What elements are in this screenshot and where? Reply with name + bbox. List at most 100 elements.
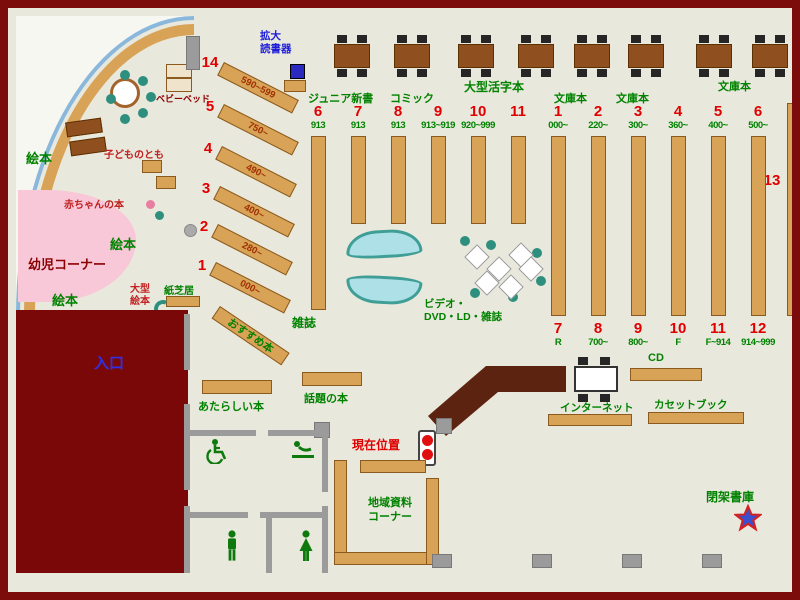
recommended-books-shelf: おすすめ本 — [211, 306, 290, 366]
pillar — [432, 554, 452, 568]
shelf-range-label: 000~ — [237, 277, 263, 298]
video-line1: ビデオ・ — [424, 298, 466, 310]
shelf-range-label: 300~ — [628, 120, 648, 131]
shelf-number: 8 — [593, 320, 603, 337]
large-print-label: 大型活字本 — [464, 80, 525, 94]
chair-icon — [337, 35, 347, 43]
shelf-column — [631, 136, 646, 316]
shelf-number: 14 — [201, 54, 219, 71]
chair-icon — [417, 69, 427, 77]
pillar-round — [184, 224, 197, 237]
closed-stacks-star-icon — [734, 504, 762, 532]
chair-icon — [138, 108, 148, 118]
chair-icon — [461, 69, 471, 77]
reading-table — [394, 44, 430, 68]
shelf-number: 11 — [510, 103, 526, 120]
shelf-number: 2 — [593, 103, 603, 120]
chair-icon — [600, 357, 610, 365]
shelf-range-label: 700~ — [588, 337, 608, 348]
wheelchair-icon — [206, 439, 227, 464]
shelf-range-label: 920~999 — [461, 120, 495, 131]
picture-books-label: 絵本 — [110, 237, 137, 252]
shelf-range-label: R — [554, 337, 562, 348]
shelf-number: 1 — [553, 103, 563, 120]
stool-icon — [146, 200, 155, 209]
shelf-column — [787, 103, 792, 316]
kids-shelf — [156, 176, 176, 189]
local-corner-shelf — [426, 478, 439, 565]
reading-table — [628, 44, 664, 68]
shelf-range-label: 500~ — [748, 120, 768, 131]
diagonal-shelf: 750~ — [217, 104, 299, 156]
shelf-number: 7 — [553, 320, 563, 337]
chair-icon — [481, 35, 491, 43]
shelf-range-label: 000~ — [548, 120, 568, 131]
sofa-arc — [345, 228, 423, 260]
chair-icon — [470, 288, 480, 298]
chair-icon — [417, 35, 427, 43]
chair-icon — [631, 35, 641, 43]
baby-books-label: 赤ちゃんの本 — [64, 200, 124, 211]
bunko-label: 文庫本 — [616, 93, 649, 105]
chair-icon — [460, 236, 470, 246]
wall-segment — [322, 430, 328, 492]
reading-table — [458, 44, 494, 68]
wall-segment — [266, 518, 272, 573]
shelf-column — [391, 136, 406, 224]
chair-icon — [699, 35, 709, 43]
magnifier-device-icon — [290, 64, 305, 79]
shelf-number: 8 — [393, 103, 403, 120]
study-seat — [464, 244, 490, 270]
pillar — [622, 554, 642, 568]
shelf-number: 7 — [353, 103, 363, 120]
chair-icon — [651, 35, 661, 43]
local-corner-line1: 地域資料 — [368, 497, 412, 509]
kamishibai-shelf — [166, 296, 200, 307]
baby-bed-label: ベビーベッド — [156, 94, 211, 104]
chair-icon — [577, 35, 587, 43]
shelf-number: 1 — [197, 257, 207, 274]
entrance-area — [16, 310, 188, 573]
chair-icon — [541, 69, 551, 77]
wall-segment — [190, 512, 248, 518]
bunko-label: 文庫本 — [554, 93, 587, 105]
reading-table — [752, 44, 788, 68]
shelf-range-label: 914~999 — [741, 337, 775, 348]
shelf-number: 3 — [201, 180, 211, 197]
sofa-arc — [345, 274, 423, 306]
magazines-label: 雑誌 — [292, 316, 317, 330]
chair-icon — [357, 35, 367, 43]
magnifier-desk — [284, 80, 306, 92]
video-corner-label: ビデオ・ DVD・LD・雑誌 — [424, 298, 502, 324]
wall-segment — [184, 404, 190, 490]
male-toilet-icon — [228, 530, 236, 561]
shelf-number: 13 — [763, 172, 781, 189]
baby-bed-icon — [166, 78, 192, 92]
chair-icon — [775, 35, 785, 43]
chair-icon — [577, 69, 587, 77]
chair-icon — [481, 69, 491, 77]
chair-icon — [755, 35, 765, 43]
pillar — [702, 554, 722, 568]
shelf-range-label: 913 — [350, 120, 366, 131]
wall-segment — [190, 430, 256, 436]
current-position-label: 現在位置 — [352, 438, 401, 452]
shelf-number: 4 — [203, 140, 213, 157]
shelf-range-label: 490~ — [243, 161, 269, 182]
cassette-book-label: カセットブック — [654, 399, 728, 411]
local-corner-label: 地域資料 コーナー — [356, 496, 424, 525]
shelf-number: 11 — [710, 320, 726, 337]
wall-segment — [184, 314, 190, 370]
shelf-number: 9 — [433, 103, 443, 120]
chair-icon — [106, 94, 116, 104]
female-toilet-icon — [299, 530, 313, 561]
internet-shelf — [548, 414, 632, 426]
cd-listening-table — [574, 366, 618, 392]
kids-shelf — [142, 160, 162, 173]
wall-segment — [322, 506, 328, 573]
cd-shelf — [630, 368, 702, 381]
chair-icon — [578, 394, 588, 402]
chair-icon — [699, 69, 709, 77]
wall-segment — [260, 512, 328, 518]
